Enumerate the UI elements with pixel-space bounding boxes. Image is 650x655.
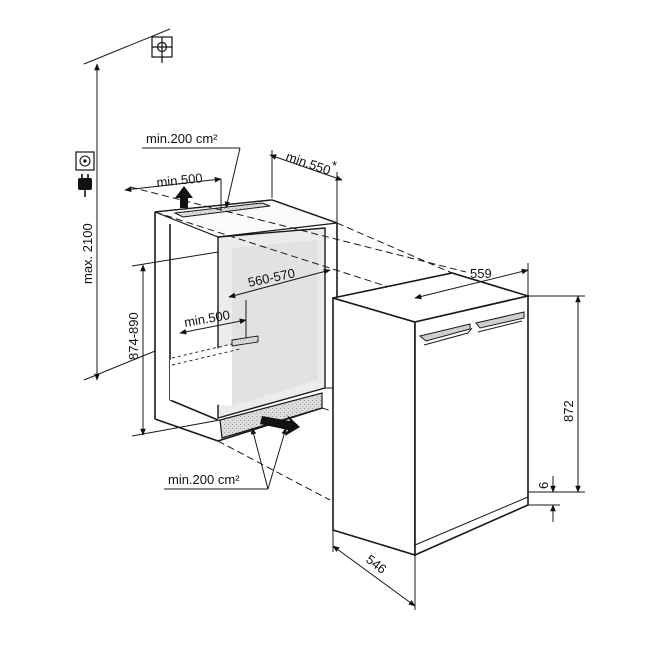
plinth-gap-label: 6 [536, 482, 551, 489]
appliance-height-dimension: 872 [528, 295, 585, 493]
appliance-body [332, 272, 532, 557]
plinth-gap-dimension: 6 [528, 476, 560, 522]
niche-depth-label: min.550 [284, 149, 333, 178]
appliance-width-dimension: 559 [414, 263, 529, 300]
top-vent-area-dimension: min.200 cm² [142, 131, 241, 209]
power-plug-icon [78, 174, 92, 197]
earth-ground-icon [151, 36, 173, 63]
appliance-height-label: 872 [561, 400, 576, 422]
top-vent-depth-label: min.500 [156, 170, 204, 190]
power-socket-icon [75, 151, 95, 171]
bottom-vent-area-dimension: min.200 cm² [164, 427, 287, 490]
appliance-width-label: 559 [470, 266, 492, 281]
niche-height-label: 874-890 [126, 312, 141, 360]
bottom-vent-area-label: min.200 cm² [168, 472, 240, 487]
appliance-depth-label: 546 [363, 552, 389, 577]
airflow-up-arrow-icon [175, 186, 193, 208]
top-vent-depth-dimension: min.500 [124, 170, 222, 210]
max-height-dimension: max. 2100 [80, 28, 171, 381]
niche-depth-asterisk: * [332, 158, 337, 173]
top-vent-area-label: min.200 cm² [146, 131, 218, 146]
installation-niche [154, 199, 338, 442]
airflow-in-arrow-icon [260, 415, 300, 436]
max-height-label: max. 2100 [80, 223, 95, 284]
niche-height-dimension: 874-890 [126, 251, 221, 437]
